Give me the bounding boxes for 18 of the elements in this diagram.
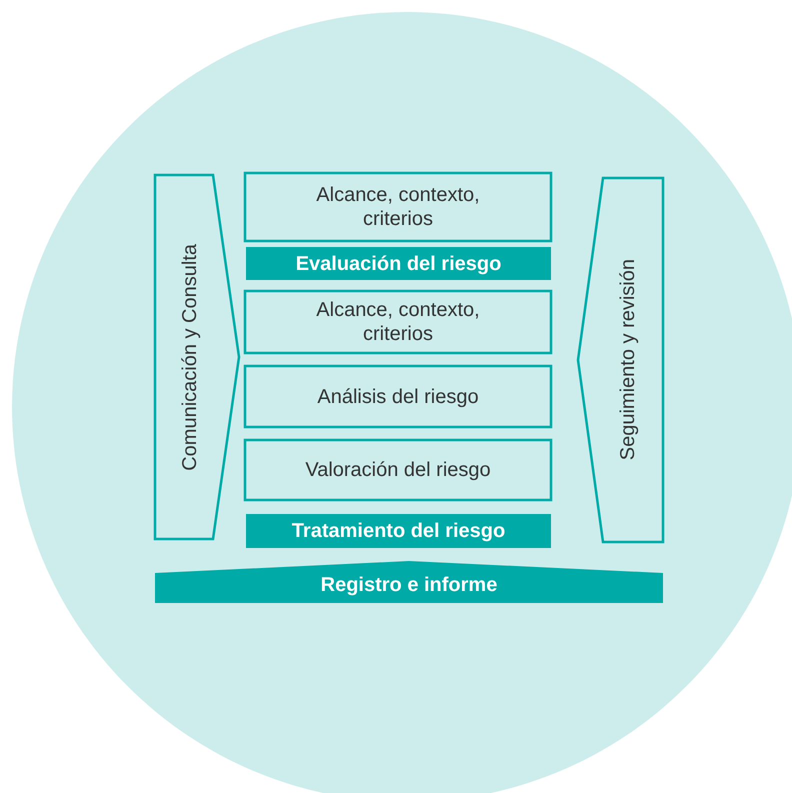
box-label: Valoración del riesgo: [305, 458, 491, 482]
box-label: Alcance, contexto, criterios: [315, 183, 481, 231]
stage-bar: [246, 514, 551, 548]
process-box: [245, 366, 551, 427]
process-box: [245, 291, 551, 353]
side-arrow-band: [578, 178, 663, 542]
box-label: Alcance, contexto, criterios: [315, 298, 481, 346]
box-label: Seguimiento y revisión: [616, 259, 640, 461]
process-box: [245, 440, 551, 500]
stage-bar: [246, 247, 551, 280]
base-band: [155, 561, 663, 603]
side-arrow-band: [155, 175, 239, 539]
box-label: Comunicación y Consulta: [178, 244, 202, 470]
box-label: Análisis del riesgo: [317, 384, 479, 408]
stage-title: Tratamiento del riesgo: [292, 519, 506, 543]
stage-title: Evaluación del riesgo: [296, 252, 502, 276]
stage-title: Registro e informe: [320, 573, 498, 597]
process-box: [245, 173, 551, 241]
